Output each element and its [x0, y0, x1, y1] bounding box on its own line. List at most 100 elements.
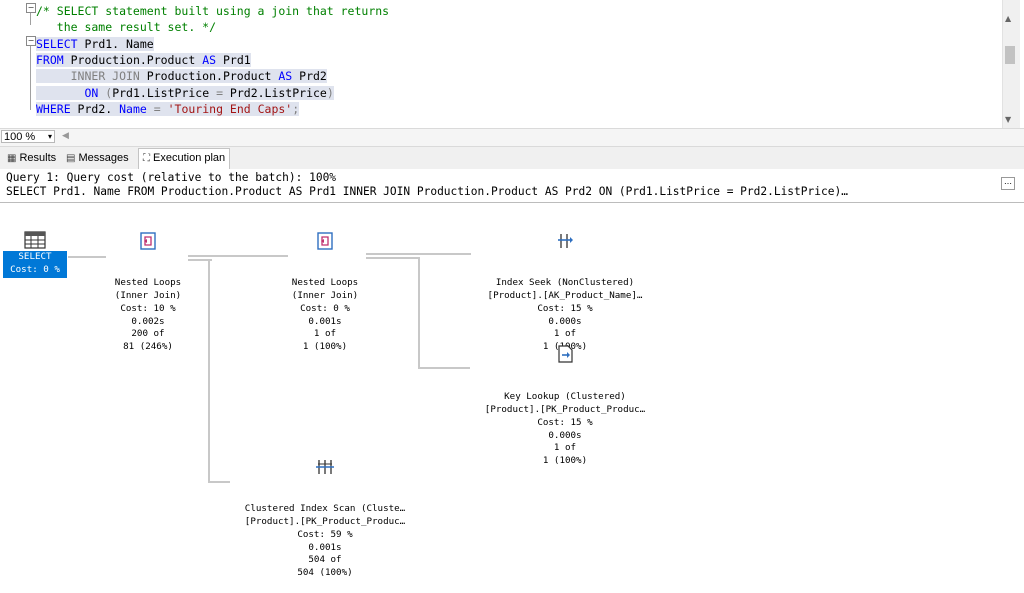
flow-arrow: [188, 255, 288, 257]
tab-results[interactable]: ▦Results: [3, 149, 60, 167]
code-line: INNER JOIN Production.Product AS Prd2: [36, 68, 327, 84]
operator-detail-line: (Inner Join): [114, 289, 182, 301]
code-token: =: [153, 101, 161, 116]
key-lookup-operator[interactable]: Key Lookup (Clustered)[Product].[PK_Prod…: [470, 318, 660, 481]
fold-toggle-comment[interactable]: −: [26, 3, 36, 13]
nested-loops-icon: [140, 231, 156, 250]
zoom-select[interactable]: 100 %: [1, 130, 55, 143]
code-token: Prd2.ListPrice: [223, 85, 327, 100]
operator-detail-line: 1 of: [553, 328, 577, 340]
operator-detail-line: Nested Loops: [114, 277, 182, 289]
code-token: Prd1.ListPrice: [112, 85, 217, 100]
code-token: FROM: [36, 52, 64, 67]
code-token: Prd1: [216, 52, 251, 67]
operator-detail-line: 0.002s: [131, 315, 165, 327]
operator-detail-line: Cost: 10 %: [120, 302, 176, 314]
tab-execution-plan[interactable]: ⛶Execution plan: [138, 148, 231, 169]
fold-guide: [30, 11, 31, 25]
editor-scroll-thumb[interactable]: [1005, 46, 1015, 64]
code-token: INNER JOIN: [70, 69, 140, 84]
operator-detail-line: 1 (100%): [542, 455, 588, 467]
operator-detail-line: Cost: 0 %: [300, 302, 350, 314]
operator-detail-line: 504 of: [308, 554, 342, 566]
code-token: Production.Product: [63, 52, 203, 67]
fold-toggle-select[interactable]: −: [26, 36, 36, 46]
key-lookup-icon: [558, 344, 573, 363]
scroll-left-arrow-icon[interactable]: ◀: [62, 131, 69, 141]
operator-detail-line: 0.000s: [548, 429, 582, 441]
code-token: [161, 102, 168, 116]
code-token: Name: [119, 101, 147, 116]
clustered-index-scan-operator[interactable]: Clustered Index Scan (Cluste…[Product].[…: [230, 432, 420, 593]
code-token: (: [105, 85, 113, 100]
tab-messages[interactable]: ▤Messages: [62, 149, 133, 167]
flow-arrow: [366, 257, 420, 259]
operator-detail-line: [Product].[PK_Product_Produc…: [244, 515, 406, 527]
code-token: 'Touring End Caps': [167, 101, 293, 116]
execution-plan-icon: ⛶: [143, 153, 150, 164]
operator-detail-line: Key Lookup (Clustered): [504, 391, 626, 403]
operator-detail-line: 1 of: [313, 328, 337, 340]
code-token: Production.Product: [139, 69, 279, 84]
code-token: Prd2.: [70, 101, 120, 116]
operator-detail-line: Nested Loops: [291, 277, 359, 289]
code-token: ;: [292, 101, 300, 116]
code-token: /* SELECT statement built using a join t…: [36, 4, 390, 18]
operator-detail-line: 1 of: [553, 442, 577, 454]
query-cost-text: Query 1: Query cost (relative to the bat…: [6, 171, 337, 184]
operator-name: SELECT: [18, 251, 52, 262]
chevron-down-icon[interactable]: ▾: [48, 132, 53, 141]
code-token: WHERE: [36, 101, 71, 116]
operator-detail-line: 1 (100%): [542, 341, 588, 353]
operator-detail-line: 1 (100%): [302, 341, 348, 353]
flow-arrow: [208, 259, 210, 483]
flow-arrow: [68, 256, 106, 258]
show-query-button[interactable]: …: [1001, 177, 1015, 190]
fold-guide: [30, 46, 31, 110]
scroll-down-arrow-icon[interactable]: ▼: [1005, 115, 1012, 124]
code-token: ): [326, 85, 334, 100]
scroll-up-arrow-icon[interactable]: ▲: [1005, 14, 1012, 23]
code-token: =: [216, 85, 223, 100]
code-line: the same result set. */: [36, 19, 216, 35]
query-text: SELECT Prd1. Name FROM Production.Produc…: [6, 185, 848, 198]
operator-detail-line: 200 of: [131, 328, 165, 340]
code-token: [147, 102, 154, 116]
code-token: Prd1. Name: [77, 36, 154, 51]
code-line: SELECT Prd1. Name: [36, 36, 154, 52]
code-token: the same result set. */: [36, 20, 217, 35]
operator-detail-line: 0.000s: [548, 315, 582, 327]
grid-icon: ▦: [7, 153, 17, 164]
messages-icon: ▤: [66, 153, 76, 164]
nested-loops-operator-1[interactable]: Nested Loops(Inner Join)Cost: 10 %0.002s…: [96, 206, 200, 367]
editor-status-bar: [0, 128, 1024, 147]
code-line: /* SELECT statement built using a join t…: [36, 3, 389, 19]
code-line: ON (Prd1.ListPrice = Prd2.ListPrice): [36, 85, 334, 101]
plan-header: Query 1: Query cost (relative to the bat…: [0, 169, 1024, 203]
index-seek-icon: [558, 233, 573, 248]
operator-detail-line: 0.001s: [308, 541, 342, 553]
index-seek-operator[interactable]: Index Seek (NonClustered)[Product].[AK_P…: [470, 206, 660, 367]
operator-detail-line: Cost: 15 %: [537, 416, 593, 428]
code-token: AS: [202, 52, 217, 67]
nested-loops-icon: [317, 231, 333, 250]
flow-arrow: [188, 259, 212, 261]
editor-vertical-scrollbar[interactable]: [1002, 0, 1020, 128]
results-tab-bar: [0, 147, 1024, 169]
operator-detail-line: 0.001s: [308, 315, 342, 327]
select-operator[interactable]: SELECT Cost: 0 %: [3, 251, 67, 278]
operator-detail-line: Index Seek (NonClustered): [495, 277, 635, 289]
code-token: ON: [84, 85, 99, 100]
flow-arrow: [366, 253, 471, 255]
code-line: FROM Production.Product AS Prd1: [36, 52, 251, 68]
flow-arrow: [418, 257, 420, 369]
sql-editor[interactable]: − − /* SELECT statement built using a jo…: [0, 0, 1024, 128]
operator-detail-line: Cost: 59 %: [297, 528, 353, 540]
operator-detail-line: 504 (100%): [297, 567, 353, 579]
operator-detail-line: Clustered Index Scan (Cluste…: [244, 503, 406, 515]
select-operator-icon[interactable]: [24, 231, 46, 253]
flow-arrow: [418, 367, 470, 369]
clustered-index-scan-icon: [316, 459, 334, 474]
operator-detail-line: [Product].[AK_Product_Name]…: [487, 289, 643, 301]
